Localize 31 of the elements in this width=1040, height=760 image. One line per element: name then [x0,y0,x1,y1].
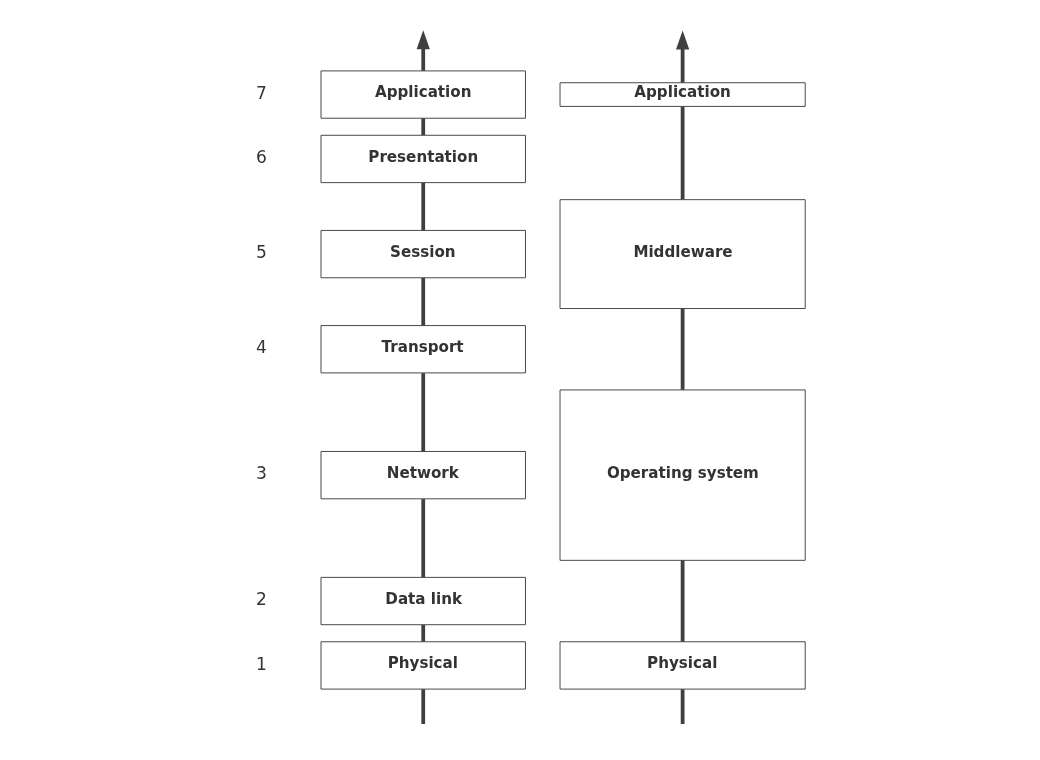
node-box: Physical [559,641,806,690]
connector [420,499,425,578]
node-box: Middleware [559,199,806,309]
connector [680,560,684,642]
connector [680,689,684,724]
connector [420,624,425,642]
node-box: Data link [320,576,526,626]
node-box: Application [559,82,806,107]
connector [420,182,425,231]
arrow [416,30,430,71]
connector [680,308,684,390]
node-box: Operating system [559,389,806,561]
connector [420,689,425,724]
node-label: 1 [255,653,267,674]
node-label: 5 [255,242,267,263]
connector [420,373,425,452]
node-box: Transport [320,325,526,374]
node-label: 2 [255,589,267,610]
node-box: Presentation [320,134,526,184]
connector [420,277,425,326]
node-label: 3 [255,463,267,484]
node-box: Network [320,451,526,500]
arrow [675,30,689,83]
node-box: Session [320,229,526,279]
node-label: 7 [255,82,267,103]
node-box: Physical [320,641,526,690]
connector [420,118,425,136]
connector [680,106,684,200]
node-label: 6 [255,147,267,168]
node-box: Application [320,70,526,119]
node-label: 4 [255,337,267,358]
